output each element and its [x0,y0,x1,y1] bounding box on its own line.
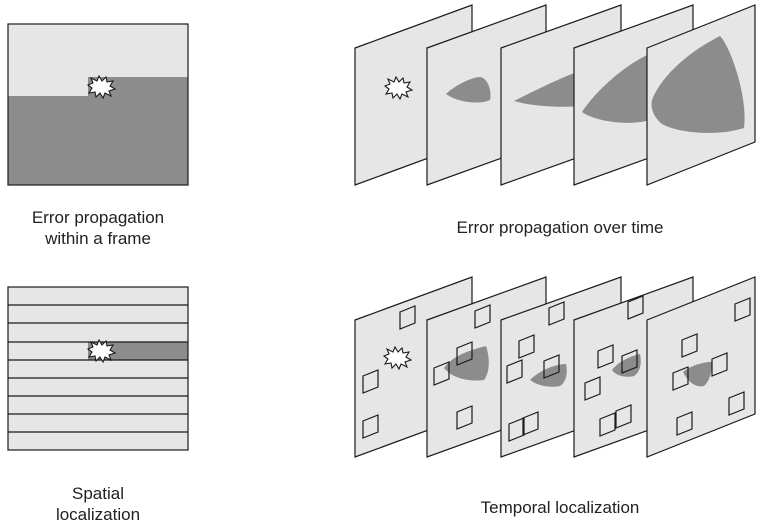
error-region [683,362,712,387]
caption-line: Spatial [72,484,124,503]
caption-error-over-time: Error propagation over time [380,217,740,238]
caption-line: localization [55,505,141,524]
block-icons [362,305,416,439]
frame-5 [646,276,756,458]
error-region [651,36,745,133]
block-icons [433,304,491,430]
caption-spatial-localization: Spatial localization [8,483,188,525]
caption-error-within-frame: Error propagation within a frame [8,207,188,249]
error-region [444,346,489,381]
error-slice-region [88,342,188,360]
error-region [612,354,641,377]
caption-line: Error propagation over time [456,218,664,237]
caption-temporal-localization: Temporal localization [380,497,740,518]
frame-background [8,287,188,450]
error-region [446,77,491,103]
error-region [582,52,659,123]
block-icons [584,295,644,437]
caption-line: Temporal localization [480,498,640,517]
frames-over-time [354,4,756,186]
frame-spatial-slices [7,286,189,451]
error-region [514,72,583,107]
frame-border [7,286,189,451]
block-icons [672,297,751,436]
frame-5 [646,4,756,186]
frame-intra-propagation [7,23,189,186]
error-region [530,364,567,387]
frame-border [7,23,189,186]
error-propagated-region [8,77,188,185]
caption-line: Error propagation [31,208,165,227]
frames-temporal-localization [354,276,756,458]
caption-line: within a frame [45,229,151,248]
